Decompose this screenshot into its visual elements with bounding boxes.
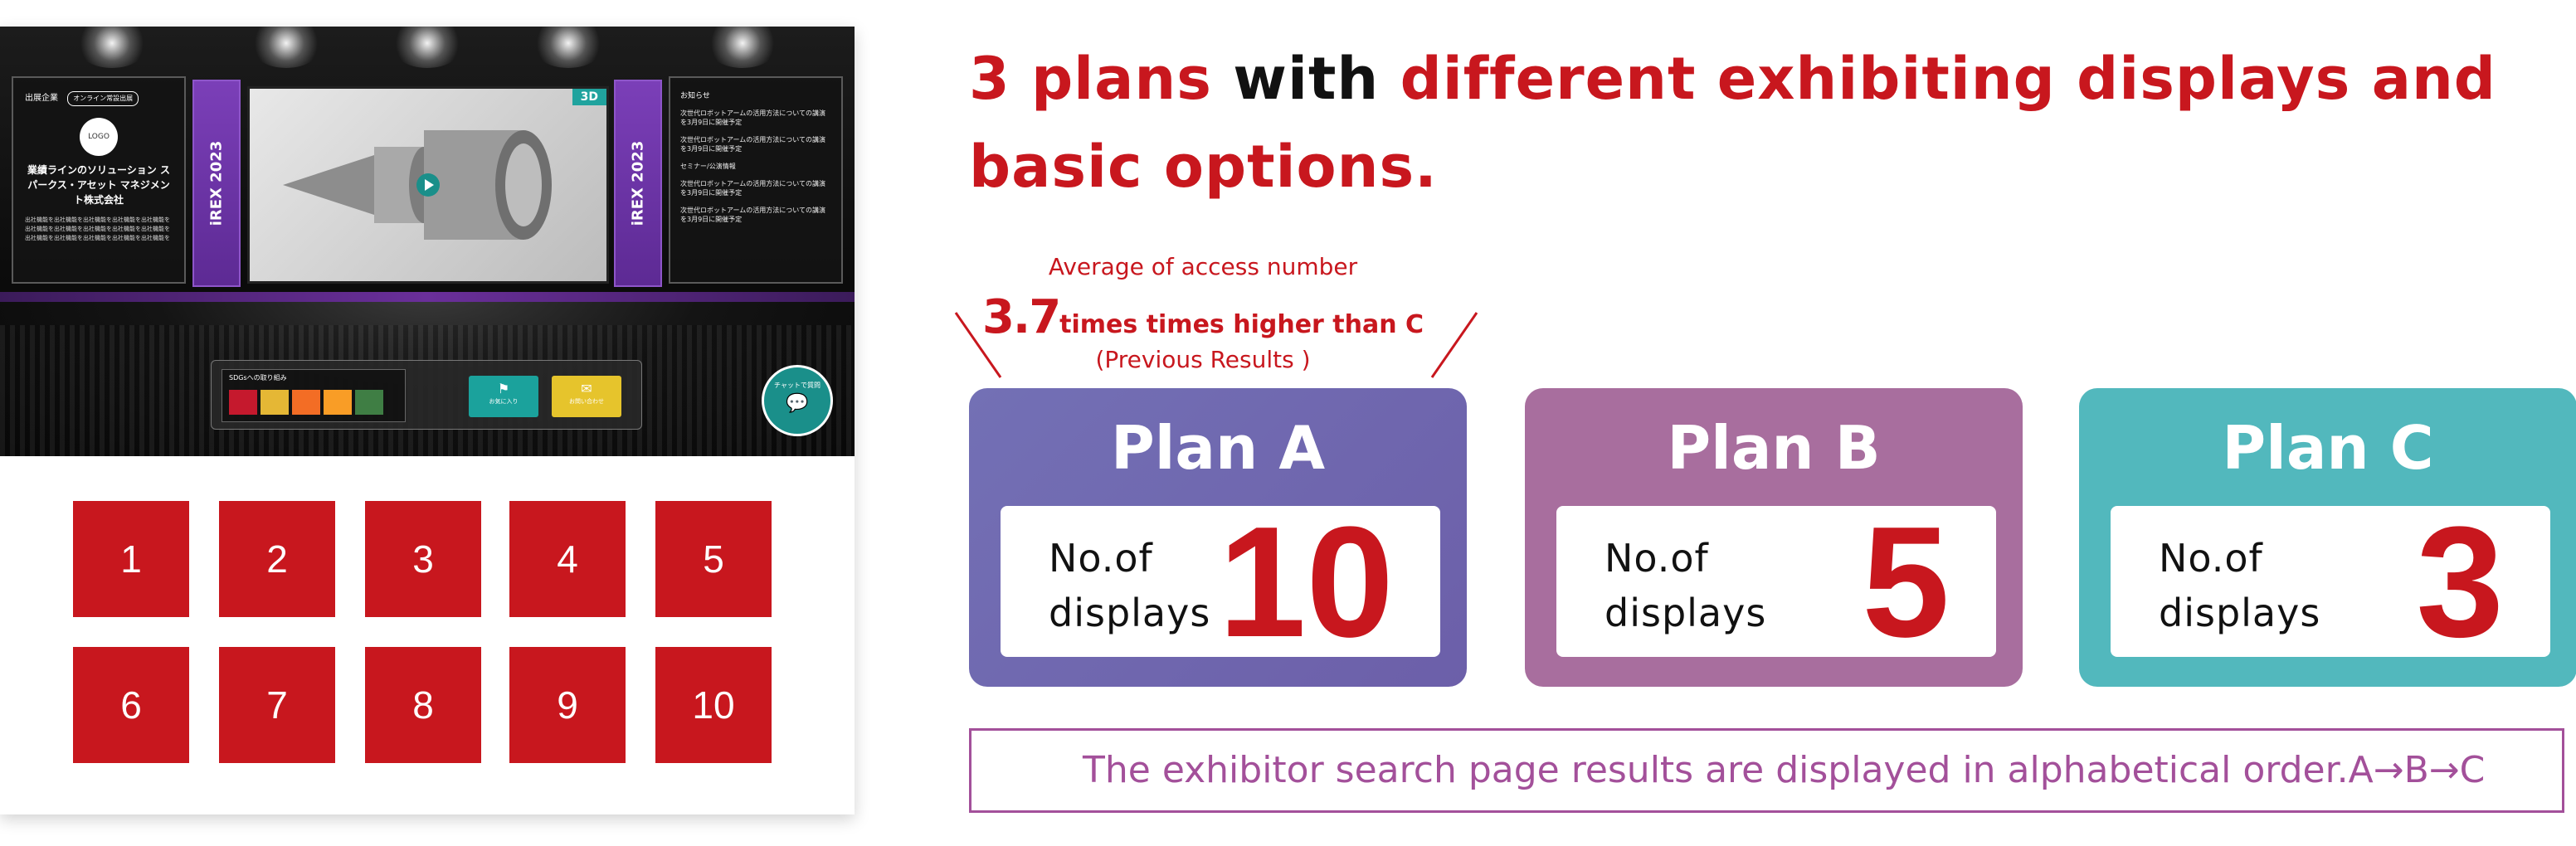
- plan-name: Plan B: [1667, 413, 1881, 483]
- display-tile[interactable]: 7: [219, 647, 335, 763]
- spotlight: [390, 27, 465, 68]
- event-banner-right: iREX 2023: [614, 80, 662, 287]
- spotlight: [249, 27, 324, 68]
- chat-bubble-icon: 💬: [786, 393, 809, 414]
- headline-part: with: [1233, 45, 1400, 113]
- spotlight: [705, 27, 780, 68]
- headline-part: different exhibiting displays and: [1400, 45, 2496, 113]
- mail-icon: ✉: [581, 381, 592, 396]
- chat-button[interactable]: チャットで質問 💬: [762, 365, 833, 436]
- sdg-icon: [355, 390, 383, 415]
- spotlight: [531, 27, 606, 68]
- headline-part: 3 plans: [969, 45, 1234, 113]
- note-line3: (Previous Results ): [1095, 346, 1311, 373]
- display-count: 3: [2416, 494, 2504, 670]
- display-tile[interactable]: 1: [73, 501, 189, 617]
- online-tag: オンライン常設出展: [67, 91, 139, 106]
- exhibitor-label: 出展企業: [25, 94, 58, 103]
- display-tile[interactable]: 10: [655, 647, 772, 763]
- note-line1: Average of access number: [1048, 253, 1358, 280]
- product-3d-screen[interactable]: 3D: [247, 86, 609, 284]
- chat-label: チャットで質問: [774, 382, 821, 389]
- headline-part: basic options.: [969, 133, 1438, 201]
- sdg-icon: [229, 390, 257, 415]
- display-tile[interactable]: 9: [509, 647, 626, 763]
- news-item[interactable]: 次世代ロボットアームの活用方法についての講演を3月9日に開催予定: [680, 109, 826, 126]
- jet-engine-image: [283, 130, 552, 240]
- news-item[interactable]: 次世代ロボットアームの活用方法についての講演を3月9日に開催予定: [680, 136, 826, 153]
- booth-preview: 出展企業 オンライン常設出展 LOGO 業績ラインのソリューション スパークス・…: [0, 27, 855, 814]
- company-logo: LOGO: [80, 118, 118, 156]
- footer-note: The exhibitor search page results are di…: [1083, 749, 2486, 791]
- multiplier-value: 3.7: [981, 290, 1061, 344]
- plan-name: Plan A: [1110, 413, 1326, 483]
- footer-note-box: The exhibitor search page results are di…: [969, 728, 2564, 813]
- news-panel: お知らせ 次世代ロボットアームの活用方法についての講演を3月9日に開催予定 次世…: [669, 76, 843, 284]
- callout-lines: [954, 312, 1478, 378]
- news-item[interactable]: セミナー/公演情報: [680, 163, 736, 170]
- 3d-badge: 3D: [572, 89, 606, 105]
- bookmark-icon: ⚑: [497, 381, 510, 396]
- display-count: 5: [1862, 494, 1950, 670]
- display-tile[interactable]: 8: [365, 647, 481, 763]
- news-title: お知らせ: [680, 92, 710, 100]
- display-tile[interactable]: 6: [73, 647, 189, 763]
- spotlight: [75, 27, 149, 68]
- virtual-booth-stage: 出展企業 オンライン常設出展 LOGO 業績ラインのソリューション スパークス・…: [0, 27, 855, 456]
- display-count: 10: [1218, 494, 1394, 670]
- stage-edge: [0, 292, 855, 302]
- contact-button[interactable]: ✉ お問い合わせ: [552, 376, 621, 417]
- page-headline: 3 plans with different exhibiting displa…: [969, 35, 2545, 211]
- booth-toolbar: SDGsへの取り組み ⚑ お気に入り ✉ お問い合わせ: [211, 360, 642, 430]
- sdg-label: SDGsへの取り組み: [229, 374, 287, 382]
- sdg-icon: [324, 390, 352, 415]
- display-tile[interactable]: 4: [509, 501, 626, 617]
- display-tile[interactable]: 5: [655, 501, 772, 617]
- company-description: 出社機能を出社機能を出社機能を出社機能を出社機能を出社機能を出社機能を出社機能を…: [25, 216, 170, 241]
- sdg-icon: [292, 390, 320, 415]
- news-item[interactable]: 次世代ロボットアームの活用方法についての講演を3月9日に開催予定: [680, 207, 826, 223]
- company-name: 業績ラインのソリューション スパークス・アセット マネジメント株式会社: [27, 164, 170, 206]
- event-banner-left: iREX 2023: [192, 80, 241, 287]
- company-panel: 出展企業 オンライン常設出展 LOGO 業績ラインのソリューション スパークス・…: [12, 76, 186, 284]
- display-tile[interactable]: 3: [365, 501, 481, 617]
- plan-name: Plan C: [2222, 413, 2434, 483]
- sdg-section: SDGsへの取り組み: [222, 369, 406, 422]
- access-note: Average of access number 3.7times times …: [954, 253, 1452, 373]
- note-line2: times times higher than C: [1059, 310, 1424, 339]
- sdg-icon: [261, 390, 289, 415]
- display-tile[interactable]: 2: [219, 501, 335, 617]
- news-item[interactable]: 次世代ロボットアームの活用方法についての講演を3月9日に開催予定: [680, 180, 826, 197]
- favorite-button[interactable]: ⚑ お気に入り: [469, 376, 538, 417]
